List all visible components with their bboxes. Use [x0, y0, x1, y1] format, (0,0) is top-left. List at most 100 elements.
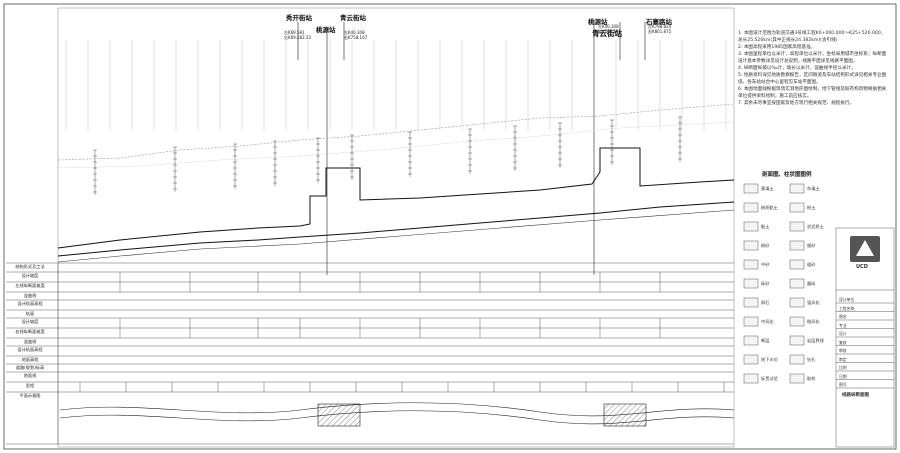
table-row-label: 轨面: [25, 311, 35, 316]
ground-line: [57, 103, 735, 161]
station-label-taoyuan-2: 桃源站: [588, 18, 608, 26]
station-sub-shizhai-1: 左K798.824: [648, 24, 672, 29]
note-7: 7. 其余未尽事宜按国家及地方现行相关规范、规程执行。: [738, 101, 855, 106]
legend-swatch: [789, 183, 805, 194]
title-block-field: 专业: [839, 322, 847, 328]
legend-item-label: 强风化: [807, 300, 820, 305]
station-label-xiukai: 秀开街站: [286, 14, 312, 22]
legend-item-label: 圆砾: [807, 281, 816, 286]
legend-swatch: [789, 354, 805, 365]
org-name: UCD: [856, 264, 868, 270]
note-6: 6. 本图地面线根据现场实测地形图绘制，地下管线及既有构筑物根据相关单位提供资料…: [738, 87, 887, 99]
legend-swatch: [743, 202, 759, 213]
station-label-taoyuan: 桃源站: [316, 26, 336, 34]
legend-swatch: [789, 297, 805, 308]
legend-item-label: 细砂: [807, 243, 816, 248]
legend-swatch: [789, 373, 805, 384]
legend-item-label: 粗砂: [807, 262, 816, 267]
station-markers: [297, 20, 646, 275]
borehole-columns: [93, 116, 682, 195]
legend-swatch: [743, 183, 759, 194]
title-block-field: 设计单位: [839, 297, 855, 302]
legend-item-label: 岩层界线: [807, 338, 824, 343]
title-block-field: 审定: [839, 356, 847, 362]
title-block-field: 复核: [839, 339, 847, 345]
table-row-label: 平面示意图: [19, 393, 41, 398]
chainage-ticks: [65, 40, 727, 130]
table-row-label: 右线纵断面坡度: [15, 329, 45, 334]
legend-item-label: 粉质黏土: [761, 205, 778, 210]
table-row-label: 设计坡度: [21, 273, 39, 278]
legend-swatch: [789, 335, 805, 346]
table-row-label: 结构形式及工法: [15, 264, 45, 269]
design-notes: 1. 本图设计范围为轨道交通3号线工程K0+000.000～K25+526.00…: [738, 30, 888, 107]
legend-swatch: [743, 278, 759, 289]
right-track-profile-2: [57, 209, 735, 263]
legend-title: 剖面图、柱状图图例: [762, 172, 812, 178]
legend-item-label: 断层: [761, 338, 770, 343]
right-track-profile: [57, 201, 735, 257]
plan-diagram: [59, 402, 735, 427]
table-row-label: 设计坡度: [21, 319, 39, 324]
note-3: 3. 本图里程单位以米计，高程单位以米计，坐标采用城市坐标系；纵断面设计基本参数…: [738, 52, 887, 64]
station-sub-taoyuan-2-1: 左K40.308: [598, 24, 619, 29]
legend-swatch: [789, 240, 805, 251]
legend-swatch: [743, 240, 759, 251]
station-label-qingyun-2: 青云街站: [592, 29, 622, 38]
station-box-2: [603, 403, 647, 427]
station-box-1: [317, 403, 361, 427]
legend-swatch: [743, 354, 759, 365]
legend-item-label: 淤泥质土: [807, 224, 824, 229]
title-block-field: 日期: [839, 373, 847, 379]
title-block-field: 设计: [839, 331, 847, 336]
legend-swatch: [743, 316, 759, 327]
legend-item-label: 黏土: [761, 224, 770, 229]
legend-item-label: 粉砂: [761, 243, 770, 248]
station-sub-xiukai-2: 右K69.582.33: [284, 35, 311, 40]
note-4: 4. 纵断面纵坡以‰计，坡长以米计，竖曲线半径以米计。: [738, 66, 856, 71]
table-row-label: 设计轨面高程: [17, 301, 43, 306]
station-sub-qingyun-2: 右K758.167: [344, 35, 368, 40]
table-row-label: 设计轨面高程: [17, 347, 43, 352]
legend-item-label: 地下水位: [761, 357, 778, 362]
legend-item-label: 粉土: [807, 205, 816, 210]
note-2: 2. 本图高程采用1985国家高程基准。: [738, 45, 816, 50]
legend-swatch: [789, 278, 805, 289]
legend-swatch: [743, 297, 759, 308]
station-sub-taoyuan-2-2: 右K756.161: [598, 29, 622, 34]
ucd-logo: [850, 236, 880, 262]
station-sub-shizhai-2: 右K801.875: [648, 29, 672, 34]
legend-item-label: 微风化: [807, 319, 820, 324]
title-block-field: 审核: [839, 348, 847, 353]
title-block: [835, 227, 895, 448]
note-1: 1. 本图设计范围为轨道交通3号线工程K0+000.000～K25+526.00…: [738, 31, 886, 43]
legend-item-label: 钻孔: [807, 357, 816, 362]
legend-swatch: [743, 259, 759, 270]
legend-item-label: 素填土: [761, 186, 774, 191]
title-block-field: 比例: [839, 365, 847, 370]
ground-line-2: [57, 121, 735, 169]
table-row-label: 地面线: [23, 373, 37, 378]
title-block-field: 工程名称: [839, 305, 855, 311]
legend-swatch: [789, 316, 805, 327]
station-label-shizhai: 石寨路站: [646, 18, 672, 26]
legend-item-label: 中风化: [761, 319, 774, 324]
title-block-field: 图名: [839, 314, 847, 319]
legend-swatch: [743, 335, 759, 346]
legend-item-label: 标贯试验: [761, 376, 778, 381]
station-label-qingyun: 青云街站: [340, 14, 366, 22]
table-row-label: 地面高程: [21, 357, 39, 362]
legend-item-label: 卵石: [761, 300, 770, 305]
legend-item-label: 中砂: [761, 262, 770, 267]
legend-swatch: [743, 373, 759, 384]
legend-swatch: [789, 221, 805, 232]
note-5: 5. 地质资料详见地质勘察报告，区间隧道及车站结构形式详见相关专业图纸，各车站站…: [738, 73, 887, 85]
left-track-profile: [57, 147, 735, 249]
station-sub-qingyun-1: 左K40.308: [344, 30, 365, 35]
drawing-title: 线路纵断面图: [842, 393, 869, 398]
legend-item-label: 杂填土: [807, 186, 820, 191]
table-row-label: 道路(规划)标高: [15, 365, 45, 370]
legend-swatches: [743, 183, 805, 384]
station-sub-xiukai-1: 左K69.581: [284, 30, 305, 35]
